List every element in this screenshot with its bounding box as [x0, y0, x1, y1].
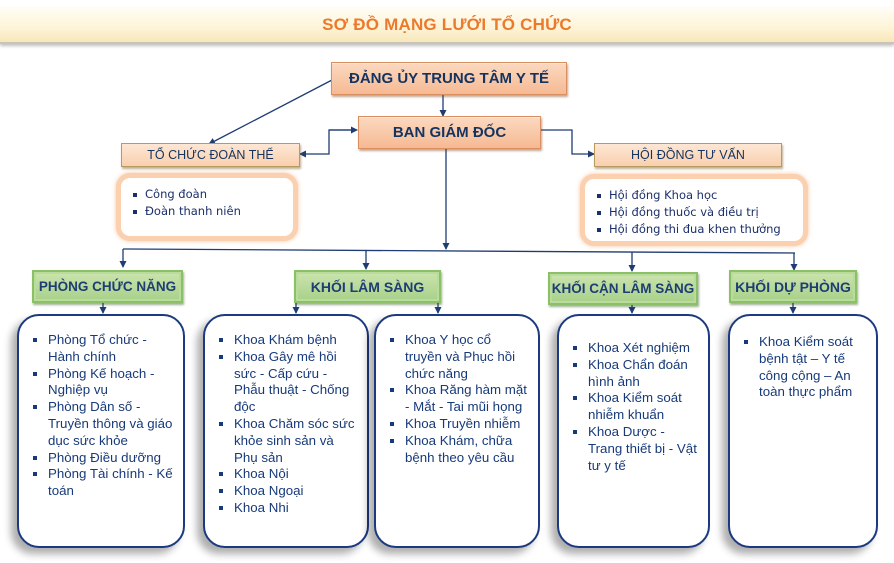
khoi-can-lam-sang-list: Khoa Xét nghiệm Khoa Chẩn đoán hình ảnh …	[557, 314, 710, 548]
list-item: Khoa Dược - Trang thiết bị - Vật tư y tế	[569, 424, 700, 474]
phong-chuc-nang-list: Phòng Tổ chức - Hành chính Phòng Kế hoạc…	[17, 314, 185, 548]
diagram-title: SƠ ĐỒ MẠNG LƯỚI TỔ CHỨC	[322, 15, 572, 34]
node-advisory-council: HỘI ĐỒNG TƯ VẤN	[594, 143, 782, 167]
khoi-lam-sang-list-2: Khoa Y học cổ truyền và Phục hồi chức nă…	[374, 314, 540, 548]
list-item: Phòng Kế hoạch - Nghiệp vụ	[29, 366, 175, 400]
block-khoi-can-lam-sang: KHỐI CẬN LÂM SÀNG	[548, 272, 698, 305]
mass-organizations-list: Công đoàn Đoàn thanh niên	[116, 173, 298, 241]
title-bar: SƠ ĐỒ MẠNG LƯỚI TỔ CHỨC	[0, 8, 894, 44]
node-mass-organizations: TỔ CHỨC ĐOÀN THỂ	[121, 143, 300, 167]
list-item: Hội đồng thi đua khen thưởng	[595, 221, 793, 238]
list-item: Khoa Chăm sóc sức khỏe sinh sản và Phụ s…	[215, 416, 359, 466]
node-party-committee-label: ĐẢNG ỦY TRUNG TÂM Y TẾ	[348, 70, 550, 87]
list-item: Khoa Ngoại	[215, 483, 359, 500]
list-item: Khoa Gây mê hồi sức - Cấp cứu - Phẫu thu…	[215, 349, 359, 416]
list-item: Phòng Tài chính - Kế toán	[29, 466, 175, 500]
node-advisory-label: HỘI ĐỒNG TƯ VẤN	[631, 148, 745, 162]
khoi-lam-sang-list-1: Khoa Khám bệnh Khoa Gây mê hồi sức - Cấp…	[203, 314, 369, 548]
node-mass-org-label: TỔ CHỨC ĐOÀN THỂ	[147, 148, 274, 162]
list-item: Khoa Truyền nhiễm	[386, 416, 530, 433]
list-item: Phòng Dân số - Truyền thông và giáo dục …	[29, 399, 175, 449]
list-item: Công đoàn	[131, 186, 283, 203]
block-label: KHỐI LÂM SÀNG	[310, 278, 425, 295]
list-item: Phòng Điều dưỡng	[29, 450, 175, 467]
connector-board-to-advisory	[540, 129, 595, 158]
list-item: Đoàn thanh niên	[131, 203, 283, 220]
block-label: KHỐI DỰ PHÒNG	[735, 278, 851, 295]
list-item: Khoa Răng hàm mặt - Mắt - Tai mũi họng	[386, 382, 530, 416]
list-item: Khoa Kiểm soát nhiễm khuẩn	[569, 390, 700, 424]
list-item: Khoa Khám, chữa bệnh theo yêu cầu	[386, 433, 530, 467]
connector-party-to-mass-org	[208, 79, 333, 145]
block-label: PHÒNG CHỨC NĂNG	[38, 279, 177, 294]
list-item: Khoa Nội	[215, 466, 359, 483]
list-item: Khoa Kiểm soát bệnh tật – Y tế công cộng…	[740, 334, 868, 401]
advisory-council-list: Hội đồng Khoa học Hội đồng thuốc và điều…	[580, 174, 808, 246]
list-item: Khoa Xét nghiệm	[569, 340, 700, 357]
list-item: Hội đồng thuốc và điều trị	[595, 204, 793, 221]
khoi-du-phong-list: Khoa Kiểm soát bệnh tật – Y tế công cộng…	[728, 314, 878, 548]
list-item: Khoa Y học cổ truyền và Phục hồi chức nă…	[386, 332, 530, 382]
list-item: Phòng Tổ chức - Hành chính	[29, 332, 175, 366]
block-label: KHỐI CẬN LÂM SÀNG	[551, 281, 695, 296]
block-khoi-lam-sang: KHỐI LÂM SÀNG	[294, 270, 441, 303]
list-item: Khoa Nhi	[215, 500, 359, 517]
list-item: Khoa Khám bệnh	[215, 332, 359, 349]
block-khoi-du-phong: KHỐI DỰ PHÒNG	[729, 270, 857, 303]
connector-bus	[122, 248, 796, 254]
connector-board-to-mass-org	[299, 129, 356, 158]
block-phong-chuc-nang: PHÒNG CHỨC NĂNG	[32, 270, 183, 303]
list-item: Hội đồng Khoa học	[595, 187, 793, 204]
list-item: Khoa Chẩn đoán hình ảnh	[569, 357, 700, 391]
node-party-committee: ĐẢNG ỦY TRUNG TÂM Y TẾ	[331, 62, 567, 95]
node-board-of-directors: BAN GIÁM ĐỐC	[358, 116, 541, 149]
node-board-label: BAN GIÁM ĐỐC	[392, 124, 507, 141]
